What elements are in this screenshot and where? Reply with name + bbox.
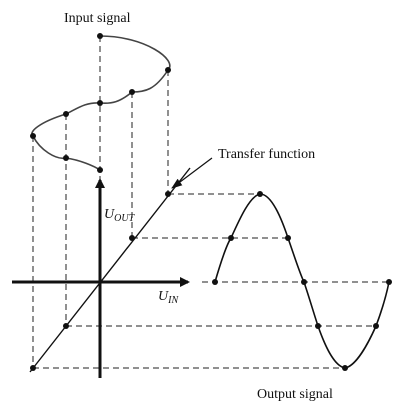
u-in-subscript: IN	[167, 295, 179, 306]
input-point	[97, 167, 103, 173]
transfer-point	[63, 323, 69, 329]
u-in-symbol: U	[158, 289, 169, 304]
u-out-subscript: OUT	[114, 213, 135, 224]
output-projection-lines	[33, 193, 376, 369]
input-projection-lines	[32, 36, 169, 368]
output-point	[342, 365, 348, 371]
output-point	[315, 323, 321, 329]
input-point	[63, 111, 69, 117]
output-point	[212, 279, 218, 285]
transfer-function-line	[29, 167, 191, 373]
u-in-axis-label: UIN	[158, 289, 179, 306]
output-signal-label: Output signal	[257, 387, 333, 402]
input-signal-label: Input signal	[64, 11, 131, 26]
input-point	[97, 100, 103, 106]
transfer-function-pointer	[171, 157, 213, 189]
input-point	[165, 67, 171, 73]
output-point	[373, 323, 379, 329]
input-point	[97, 33, 103, 39]
transfer-point	[30, 365, 36, 371]
input-point	[129, 89, 135, 95]
input-points	[30, 33, 171, 173]
transfer-point	[165, 191, 171, 197]
input-point	[30, 133, 36, 139]
output-points	[212, 191, 392, 371]
output-point	[285, 235, 291, 241]
u-out-symbol: U	[104, 207, 115, 222]
output-point	[257, 191, 263, 197]
transfer-point	[129, 235, 135, 241]
transfer-points	[30, 191, 171, 371]
u-out-axis-label: UOUT	[104, 207, 136, 224]
output-point	[386, 279, 392, 285]
output-point	[301, 279, 307, 285]
input-point	[63, 155, 69, 161]
output-point	[228, 235, 234, 241]
transfer-function-label: Transfer function	[218, 147, 315, 162]
